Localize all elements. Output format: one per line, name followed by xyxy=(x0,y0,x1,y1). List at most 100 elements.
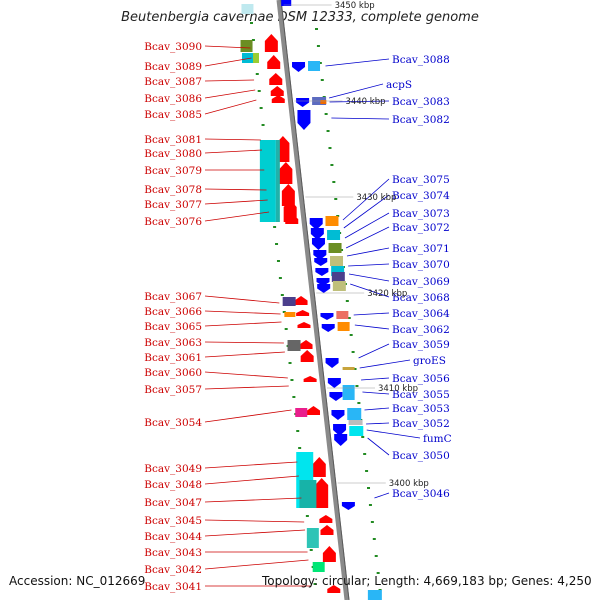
tick-mark xyxy=(330,164,334,166)
right-callout xyxy=(350,283,390,298)
tick-mark xyxy=(251,39,255,41)
left-gene-label: Bcav_3045 xyxy=(144,515,202,527)
tick-mark xyxy=(332,181,336,183)
right-callout xyxy=(362,391,390,395)
left-callout xyxy=(204,461,298,469)
tick-mark xyxy=(261,124,265,126)
left-callout xyxy=(204,138,261,141)
gene-box xyxy=(330,256,344,266)
tick-mark xyxy=(326,130,330,132)
tick-mark xyxy=(259,107,263,109)
forward-gene-arrow xyxy=(319,515,333,523)
forward-gene-arrow xyxy=(327,585,341,593)
right-callout xyxy=(374,492,390,499)
genome-backbone-shade xyxy=(280,0,350,600)
right-callout xyxy=(348,273,390,282)
left-gene-label: Bcav_3085 xyxy=(144,109,202,121)
reverse-gene-arrow xyxy=(321,324,335,332)
left-gene-label: Bcav_3049 xyxy=(144,463,202,475)
genome-backbone xyxy=(276,0,350,600)
gene-box xyxy=(287,340,301,351)
left-gene-label: Bcav_3065 xyxy=(144,321,202,333)
right-gene-label: Bcav_3073 xyxy=(392,208,450,220)
right-gene-label: groES xyxy=(413,355,446,367)
tick-mark xyxy=(351,351,355,353)
right-callout xyxy=(354,324,390,330)
tick-mark xyxy=(284,328,288,330)
left-callout xyxy=(204,149,263,154)
right-gene-label: Bcav_3069 xyxy=(392,276,450,288)
left-callout xyxy=(204,559,309,570)
gene-box xyxy=(342,385,355,400)
left-callout xyxy=(204,310,281,315)
gene-box xyxy=(240,40,253,52)
tick-mark xyxy=(280,294,284,296)
reverse-gene-arrow xyxy=(297,110,311,130)
left-callout xyxy=(204,99,257,115)
gene-box xyxy=(331,266,345,276)
left-gene-label: Bcav_3048 xyxy=(144,479,202,491)
reverse-gene-arrow xyxy=(327,378,341,388)
gene-box xyxy=(259,140,276,222)
forward-gene-arrow xyxy=(315,478,329,508)
gene-box xyxy=(337,322,350,331)
right-gene-label: acpS xyxy=(386,79,412,91)
accession-text: Accession: NC_012669 xyxy=(9,574,146,588)
reverse-gene-arrow xyxy=(309,218,323,230)
right-gene-label: Bcav_3055 xyxy=(392,389,450,401)
forward-gene-arrow xyxy=(296,310,310,316)
forward-gene-arrow xyxy=(267,55,281,69)
forward-gene-arrow xyxy=(294,296,308,305)
gene-box xyxy=(348,420,363,425)
reverse-gene-arrow xyxy=(296,98,310,107)
tick-mark xyxy=(290,379,294,381)
left-gene-label: Bcav_3061 xyxy=(144,352,202,364)
left-callout xyxy=(204,321,282,327)
gene-box xyxy=(281,0,292,6)
right-callout xyxy=(331,117,390,120)
left-gene-label: Bcav_3044 xyxy=(144,531,202,543)
right-gene-label: Bcav_3083 xyxy=(392,96,450,108)
tick-mark xyxy=(353,368,357,370)
tick-mark xyxy=(361,436,365,438)
tick-mark xyxy=(282,311,286,313)
right-gene-label: Bcav_3053 xyxy=(392,403,450,415)
gene-box xyxy=(327,230,341,240)
left-callout xyxy=(204,371,288,379)
left-gene-label: Bcav_3057 xyxy=(144,384,202,396)
scale-label: 3430 kbp xyxy=(356,193,396,203)
right-callout xyxy=(329,83,384,99)
right-gene-label: Bcav_3075 xyxy=(392,174,450,186)
tick-mark xyxy=(318,62,322,64)
tick-mark xyxy=(370,521,374,523)
forward-gene-arrow xyxy=(322,546,336,562)
tick-mark xyxy=(278,277,282,279)
right-callout xyxy=(364,407,390,411)
reverse-gene-arrow xyxy=(311,238,325,250)
forward-gene-arrow xyxy=(299,340,313,349)
gene-box xyxy=(253,53,260,63)
gene-box xyxy=(332,281,346,291)
gene-box xyxy=(308,61,321,71)
tick-mark xyxy=(334,198,338,200)
tick-mark xyxy=(320,79,324,81)
tick-mark xyxy=(372,538,376,540)
tick-mark xyxy=(355,385,359,387)
tick-mark xyxy=(309,549,313,551)
gene-box xyxy=(336,311,349,319)
left-gene-label: Bcav_3080 xyxy=(144,148,202,160)
forward-gene-arrow xyxy=(269,73,283,85)
reverse-gene-arrow xyxy=(333,424,347,436)
tick-mark xyxy=(288,362,292,364)
right-callout xyxy=(345,226,390,249)
right-callout xyxy=(342,178,390,221)
tick-mark xyxy=(349,334,353,336)
tick-mark xyxy=(376,572,380,574)
right-gene-label: Bcav_3068 xyxy=(392,292,450,304)
tick-mark xyxy=(347,317,351,319)
gene-box xyxy=(284,312,296,317)
right-callout xyxy=(359,359,411,369)
reverse-gene-arrow xyxy=(314,258,328,266)
